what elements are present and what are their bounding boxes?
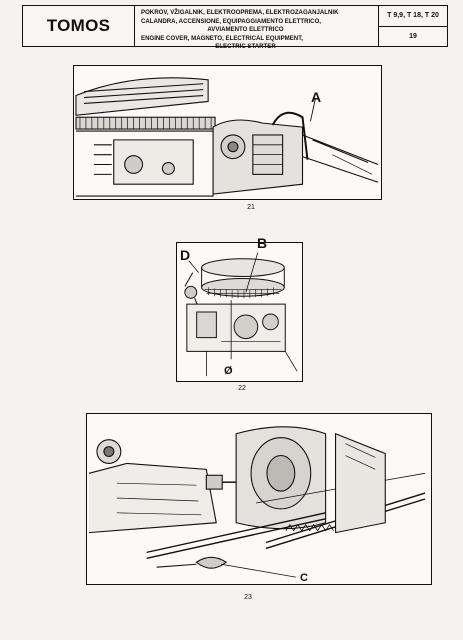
model-list: T 9,9, T 18, T 20 xyxy=(379,6,447,27)
section-title: POKROV, VŽIGALNIK, ELEKTROOPREMA, ELEKTR… xyxy=(135,6,379,50)
title-line-italian-2: AVVIAMENTO ELETTRICO xyxy=(207,25,284,33)
callout-c: C xyxy=(300,572,308,584)
electric-starter-drawing xyxy=(88,426,426,578)
figure-22-illustration xyxy=(176,242,303,382)
callout-b: B xyxy=(257,235,268,251)
title-line-italian-1: CALANDRA, ACCENSIONE, EQUIPAGGIAMENTO EL… xyxy=(141,18,321,26)
figure-21-illustration xyxy=(73,65,382,200)
callout-d: D xyxy=(180,247,191,263)
figure-21-number: 21 xyxy=(247,204,255,211)
model-cell: T 9,9, T 18, T 20 19 xyxy=(379,6,447,46)
title-line-english-2: ELECTRIC STARTER xyxy=(215,42,276,50)
magneto-drawing xyxy=(184,252,298,377)
page-header: TOMOS POKROV, VŽIGALNIK, ELEKTROOPREMA, … xyxy=(22,5,448,50)
engine-cover-drawing xyxy=(75,77,379,197)
callout-diameter: Ø xyxy=(224,365,233,377)
figure-23-number: 23 xyxy=(244,594,252,601)
page-number: 19 xyxy=(409,32,417,40)
figure-22-number: 22 xyxy=(238,385,246,392)
title-line-english-1: ENGINE COVER, MAGNETO, ELECTRICAL EQUIPM… xyxy=(141,35,303,43)
callout-a: A xyxy=(311,89,322,105)
brand-logo: TOMOS xyxy=(23,6,135,46)
title-line-slovenian: POKROV, VŽIGALNIK, ELEKTROOPREMA, ELEKTR… xyxy=(141,9,339,16)
figure-23-illustration xyxy=(86,413,432,585)
